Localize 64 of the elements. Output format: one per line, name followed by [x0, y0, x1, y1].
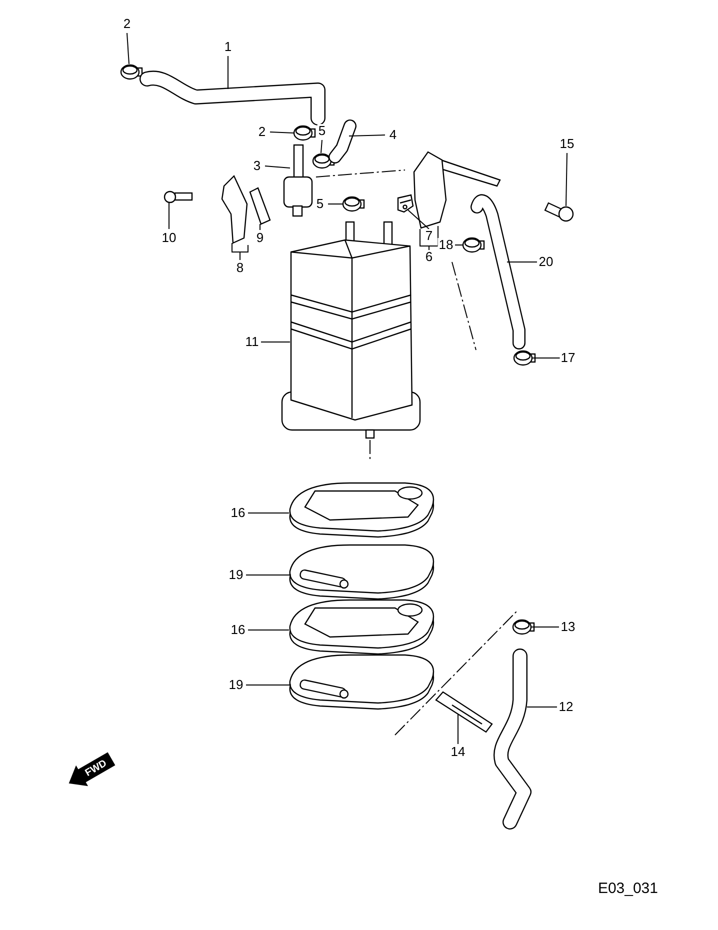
hose-clamp-drawing [120, 64, 143, 80]
plate-drawing [435, 691, 493, 733]
leader-line [566, 152, 568, 206]
band-clamp-drawing [289, 544, 434, 600]
leader-line [530, 626, 560, 628]
leader-line [348, 134, 386, 136]
callout-number: 20 [538, 255, 554, 269]
leader-line [126, 32, 130, 64]
callout-number: 4 [388, 128, 398, 142]
hose-drawing [140, 70, 326, 126]
leader-line [320, 140, 322, 154]
hose-drawing [470, 194, 526, 350]
callout-number: 14 [450, 745, 466, 759]
callout-number: 2 [122, 17, 132, 31]
hose-clamp-drawing [513, 350, 536, 366]
hose-drawing [328, 120, 356, 164]
callout-number: 11 [244, 335, 260, 349]
callout-number: 1 [223, 40, 233, 54]
callout-number: 16 [230, 623, 246, 637]
callout-number: 15 [558, 137, 576, 151]
drawing-code: E03_031 [598, 880, 658, 897]
leader-line [246, 684, 292, 686]
band-clamp-drawing [289, 654, 434, 710]
hose-clamp-drawing [342, 196, 365, 212]
filter-drawing [283, 144, 313, 217]
hose-drawing [494, 648, 532, 830]
callout-number: 12 [558, 700, 574, 714]
callout-number: 19 [228, 568, 244, 582]
callout-number: 18 [438, 238, 454, 252]
callout-number: 9 [255, 231, 265, 245]
callout-number: 5 [315, 197, 325, 211]
leader-line [264, 166, 290, 168]
hose-clamp-drawing [462, 237, 485, 253]
leader-line [526, 706, 558, 708]
leader-line [248, 512, 290, 514]
callout-number: 8 [235, 261, 245, 275]
callout-number: 7 [424, 229, 434, 243]
callout-number: 16 [230, 506, 246, 520]
leader-line [454, 244, 464, 246]
leader-line [246, 574, 292, 576]
bolt-drawing [544, 202, 574, 222]
seal-drawing [289, 482, 434, 538]
leader-line [232, 242, 248, 260]
hose-clamp-drawing [312, 153, 335, 169]
clip-drawing [397, 194, 414, 213]
callout-number: 6 [424, 250, 434, 264]
hose-clamp-drawing [512, 619, 535, 635]
callout-number: 5 [317, 124, 327, 138]
callout-number: 10 [160, 231, 178, 245]
leader-line [408, 210, 430, 230]
callout-number: 19 [228, 678, 244, 692]
leader-line [168, 202, 170, 230]
callout-number: 3 [252, 159, 262, 173]
callout-number: 2 [257, 125, 267, 139]
direction-label: FWD [84, 758, 110, 780]
callout-number: 17 [560, 351, 576, 365]
leader-line [270, 132, 294, 134]
canister-drawing [281, 221, 421, 439]
leader-line [420, 226, 438, 250]
bracket-drawing [413, 151, 501, 229]
callout-number: 13 [560, 620, 576, 634]
seal-drawing [289, 599, 434, 655]
bolt-drawing [164, 190, 193, 204]
hose-clamp-drawing [293, 125, 316, 141]
